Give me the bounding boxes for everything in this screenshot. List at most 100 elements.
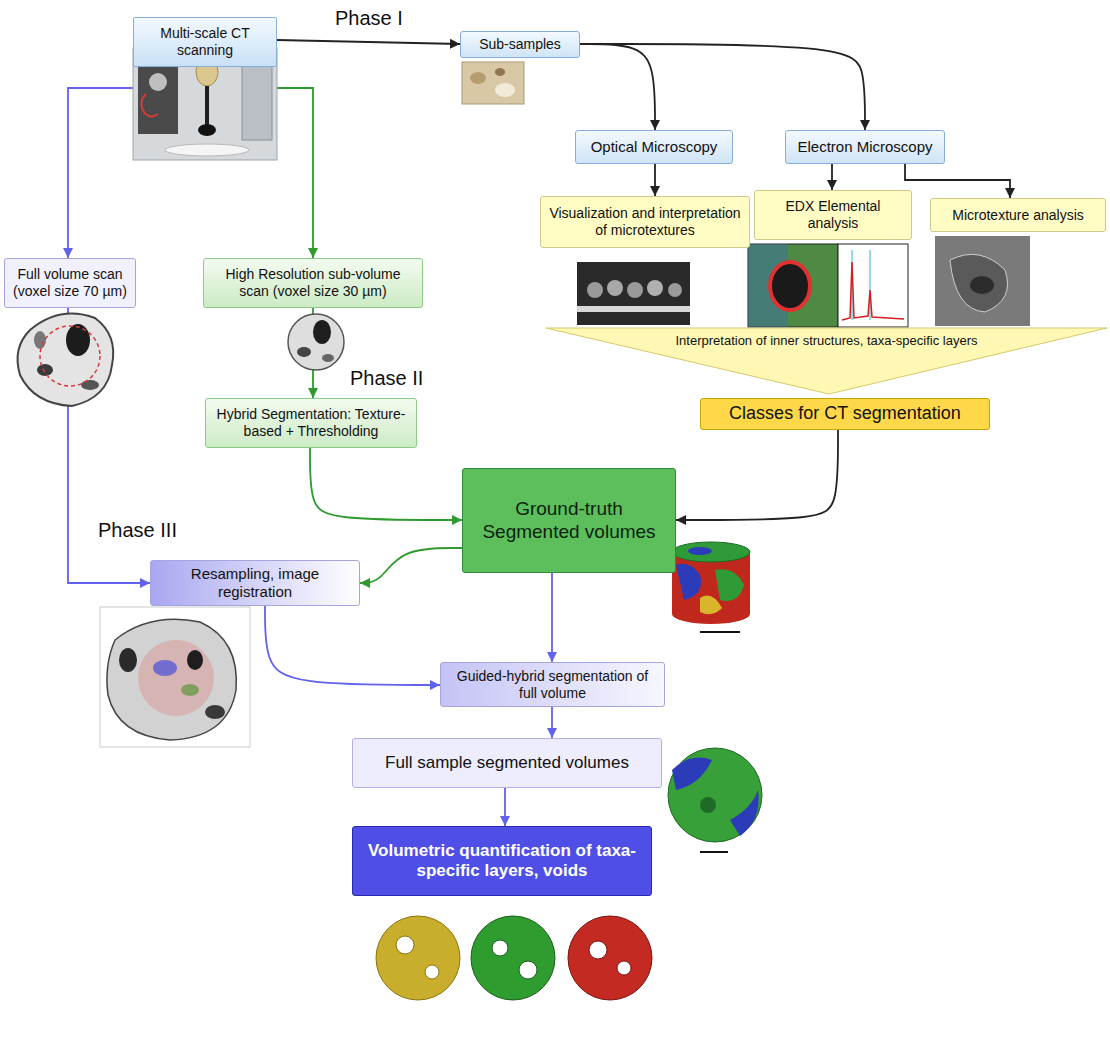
void bbox=[313, 320, 331, 344]
node-text: Classes for CT segmentation bbox=[729, 403, 961, 425]
connector-arrow bbox=[654, 164, 656, 196]
connector-arrow bbox=[310, 448, 462, 520]
pore bbox=[470, 72, 486, 84]
connector-arrow bbox=[831, 164, 833, 190]
segment-patch bbox=[676, 564, 701, 600]
process-box: Hybrid Segmentation: Texture-based + Thr… bbox=[205, 398, 417, 448]
pore bbox=[495, 68, 505, 76]
void bbox=[37, 364, 53, 376]
cable bbox=[141, 94, 158, 117]
ground-truth-box: Ground-truth Segmented volumes bbox=[462, 468, 676, 573]
void bbox=[297, 347, 311, 357]
segment-patch bbox=[730, 790, 759, 836]
void bbox=[66, 324, 90, 356]
x-ray-source bbox=[138, 62, 178, 134]
process-box: Sub-samples bbox=[460, 31, 580, 58]
void bbox=[187, 650, 203, 670]
segment-patch bbox=[700, 596, 722, 615]
segment-patch bbox=[153, 660, 177, 676]
void bbox=[396, 936, 414, 954]
node-text: Resampling, image registration bbox=[157, 565, 353, 601]
sub-volume-slice bbox=[288, 314, 344, 370]
photo-frame bbox=[100, 607, 250, 747]
analysis-box: Microtexture analysis bbox=[930, 198, 1106, 232]
photo-frame bbox=[462, 62, 524, 104]
box-title: Multi-scale CT scanning bbox=[133, 17, 277, 67]
void bbox=[617, 961, 631, 975]
process-box: Multi-scale CT scanning bbox=[133, 17, 277, 160]
final-box: Volumetric quantification of taxa-specif… bbox=[352, 826, 652, 896]
sample-render bbox=[668, 748, 762, 842]
phase-label: Phase I bbox=[335, 6, 403, 30]
photo-frame bbox=[748, 244, 838, 327]
node-text: High Resolution sub-volume scan (voxel s… bbox=[210, 266, 416, 300]
node-text: Full volume scan (voxel size 70 µm) bbox=[11, 266, 129, 300]
connector-arrow bbox=[504, 788, 506, 826]
void bbox=[322, 354, 334, 362]
turntable bbox=[165, 144, 249, 156]
process-box: Guided-hybrid segmentation of full volum… bbox=[440, 662, 665, 707]
node-text: EDX Elemental analysis bbox=[761, 198, 905, 232]
node-text: Hybrid Segmentation: Texture-based + Thr… bbox=[212, 406, 410, 440]
connector-arrow bbox=[360, 548, 462, 583]
registration-image bbox=[100, 607, 250, 747]
void bbox=[81, 380, 99, 390]
phase-label: Phase III bbox=[98, 518, 177, 542]
slice-outline bbox=[288, 314, 344, 370]
connector-arrow bbox=[905, 164, 1010, 198]
segment-patch bbox=[181, 684, 199, 696]
connector-arrow bbox=[580, 44, 655, 130]
cell bbox=[627, 282, 643, 298]
detector bbox=[242, 58, 272, 140]
analysis-box: EDX Elemental analysis bbox=[754, 190, 912, 240]
void bbox=[119, 648, 137, 672]
connector-arrow bbox=[551, 707, 553, 738]
void bbox=[205, 705, 225, 719]
cell bbox=[668, 283, 682, 297]
node-text: Guided-hybrid segmentation of full volum… bbox=[447, 668, 658, 702]
spectrum-line bbox=[842, 262, 904, 320]
pore bbox=[495, 83, 515, 97]
cell bbox=[647, 280, 663, 296]
stand-base bbox=[198, 124, 216, 136]
node-text: Interpretation of inner structures, taxa… bbox=[675, 333, 977, 349]
segment-patch bbox=[715, 569, 744, 601]
optical-micrograph bbox=[577, 262, 690, 325]
layer-band bbox=[577, 306, 690, 312]
connector-arrow bbox=[551, 573, 553, 662]
cell bbox=[587, 282, 603, 298]
merge-triangle: Interpretation of inner structures, taxa… bbox=[545, 327, 1108, 395]
photo-frame bbox=[577, 262, 690, 325]
node-text: Ground-truth Segmented volumes bbox=[469, 498, 669, 544]
pore bbox=[970, 276, 994, 294]
analysis-box: Visualization and interpretation of micr… bbox=[540, 196, 750, 248]
void bbox=[492, 940, 508, 956]
structure bbox=[950, 254, 1008, 312]
classes-box: Classes for CT segmentation bbox=[700, 398, 990, 430]
sample-stand bbox=[205, 86, 209, 126]
process-box: Electron Microscopy bbox=[785, 130, 945, 164]
result-box: Full sample segmented volumes bbox=[352, 738, 662, 788]
connector-arrow bbox=[265, 606, 440, 685]
sub-volume-marker bbox=[40, 326, 100, 386]
cylinder-top bbox=[672, 542, 750, 562]
cell bbox=[607, 280, 623, 296]
connector-arrow bbox=[277, 40, 460, 44]
scale-bar bbox=[700, 631, 740, 633]
source-window bbox=[149, 73, 167, 91]
void bbox=[34, 331, 46, 349]
layer-render bbox=[568, 916, 652, 1000]
layer-render bbox=[471, 916, 555, 1000]
pore bbox=[770, 262, 810, 310]
node-text: Visualization and interpretation of micr… bbox=[547, 205, 743, 239]
photo-frame bbox=[935, 236, 1030, 326]
full-sample-render bbox=[668, 748, 762, 852]
process-box: Optical Microscopy bbox=[575, 130, 733, 164]
sub-sample-photo bbox=[462, 62, 524, 104]
edx-spectrum bbox=[838, 244, 908, 327]
full-volume-slice bbox=[18, 314, 114, 406]
chart-frame bbox=[838, 244, 908, 327]
slice-outline bbox=[18, 314, 114, 406]
segment-patch bbox=[672, 758, 712, 790]
